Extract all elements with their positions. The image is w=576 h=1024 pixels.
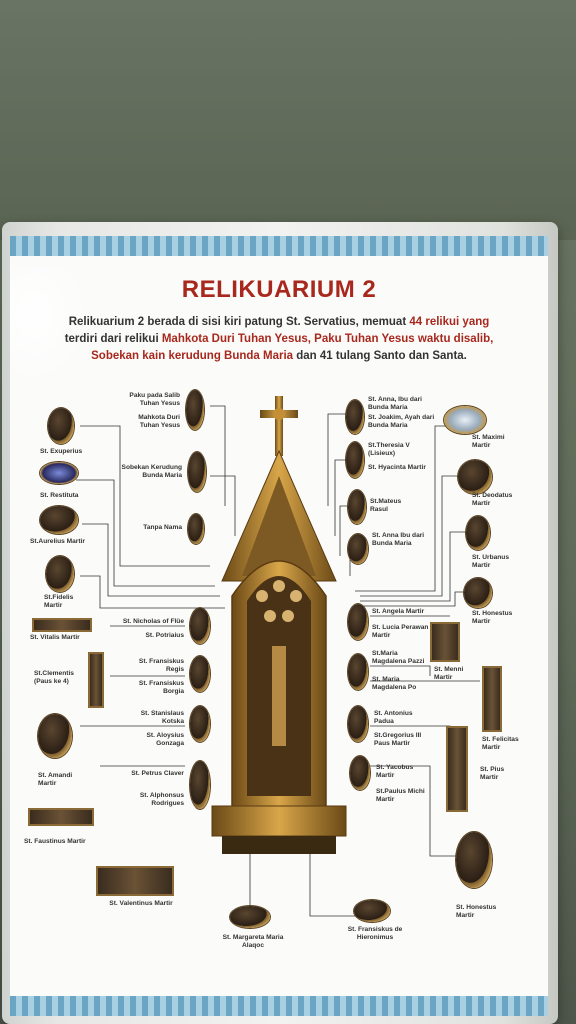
label-antonius: St. Antonius Padua xyxy=(374,710,413,725)
label-menni: St. Menni Martir xyxy=(434,666,464,681)
label-potriaius: St. Potriaius xyxy=(145,632,184,639)
relic-deodatus-oval xyxy=(458,460,492,494)
poster-title: RELIKUARIUM 2 xyxy=(181,276,377,303)
relic-maximi-oval xyxy=(444,406,486,434)
label-alphonsus: St. Alphonsus Rodrigues xyxy=(139,792,184,807)
wall-background xyxy=(0,0,576,240)
intro-line1-a: Relikuarium 2 berada di sisi kiri patung… xyxy=(68,316,410,328)
label-margareta: St. Margareta Maria Alaqoc xyxy=(222,934,284,949)
label-fransiskus-regis: St. Fransiskus Regis xyxy=(138,658,184,673)
relic-vitalis-box xyxy=(32,618,92,632)
label-anna2: St. Anna Ibu dari Bunda Maria xyxy=(372,532,425,547)
label-paku: Paku pada Salib Tuhan Yesus xyxy=(129,392,180,407)
relic-exuperius-oval xyxy=(48,408,74,444)
intro-line3-a: Sobekan kain kerudung Bunda Maria xyxy=(91,350,294,362)
label-vitalis: St. Vitalis Martir xyxy=(30,634,80,641)
label-fransiskus-h: St. Fransiskus de Hieronimus xyxy=(347,926,403,941)
label-sobekan: Sobekan Kerudung Bunda Maria xyxy=(121,464,182,479)
label-clementis: St.Clementis (Paus ke 4) xyxy=(34,670,74,685)
relic-fidelis-oval xyxy=(46,556,74,592)
relikuarium-poster: RELIKUARIUM 2 Relikuarium 2 berada di si… xyxy=(10,236,548,1016)
relic-yacobus-oval xyxy=(350,756,370,790)
label-fidelis: St.Fidelis Martir xyxy=(44,594,74,609)
label-fransiskus-borgia: St. Fransiskus Borgia xyxy=(138,680,184,695)
relic-restituta-oval xyxy=(40,462,78,484)
label-maria-po: St. Maria Magdalena Po xyxy=(372,676,417,691)
relic-amandi-oval xyxy=(38,714,72,758)
relic-tanpa-oval xyxy=(188,514,204,544)
label-amandi: St. Amandi Martir xyxy=(38,772,73,787)
label-maria-pazzi: St.Maria Magdalena Pazzi xyxy=(372,650,425,665)
relic-aurelius-oval xyxy=(40,506,78,534)
label-stanislaus: St. Stanislaus Kotska xyxy=(140,710,184,725)
relic-faustinus-box xyxy=(28,808,94,826)
intro-line2-a: terdiri dari relikui xyxy=(64,333,162,345)
label-paulus: St.Paulus Michi Martir xyxy=(376,788,425,803)
relic-nicholas-oval xyxy=(190,608,210,644)
label-anna1: St. Anna, Ibu dari Bunda Maria xyxy=(368,396,422,411)
intro-line3-b: dan 41 tulang Santo dan Santa. xyxy=(293,350,467,362)
reliquary-shrine xyxy=(211,396,347,854)
label-honestus2: St. Honestus Martir xyxy=(456,904,497,919)
relic-angela-oval xyxy=(348,604,368,640)
relic-maria-oval xyxy=(348,654,368,690)
label-aurelius: St.Aurelius Martir xyxy=(30,538,85,545)
label-felicitas: St. Felicitas Martir xyxy=(482,736,519,751)
light-glare xyxy=(10,266,90,386)
relic-theresia-oval xyxy=(346,442,364,478)
relic-anna2-oval xyxy=(348,534,368,564)
label-faustinus: St. Faustinus Martir xyxy=(24,838,86,845)
label-valentinus: St. Valentinus Martir xyxy=(109,900,173,907)
decorative-border-bottom xyxy=(10,996,548,1016)
relic-pius-box xyxy=(446,726,468,812)
label-joakim: St. Joakim, Ayah dari Bunda Maria xyxy=(368,414,435,429)
label-yacobus: St. Yacobus Martir xyxy=(376,764,414,779)
relic-urbanus-oval xyxy=(466,516,490,550)
label-deodatus: St. Deodatus Martir xyxy=(472,492,513,507)
relic-menni-box xyxy=(430,622,460,662)
relic-sobekan-oval xyxy=(188,452,206,492)
relic-clementis-box xyxy=(88,652,104,708)
relic-valentinus-box xyxy=(96,866,174,896)
label-aloysius: St. Aloysius Gonzaga xyxy=(146,732,185,747)
label-petrus: St. Petrus Claver xyxy=(131,770,184,777)
relic-petrus-oval xyxy=(190,761,210,809)
label-lucia: St. Lucia Perawan Martir xyxy=(372,624,429,639)
label-mateus: St.Mateus Rasul xyxy=(370,498,402,513)
relic-margareta-oval xyxy=(230,906,270,928)
relic-fransiskus-oval xyxy=(190,656,210,692)
relic-felicitas-box xyxy=(482,666,502,732)
label-angela: St. Angela Martir xyxy=(372,608,425,615)
label-urbanus: St. Urbanus Martir xyxy=(472,554,510,569)
label-hyacinta: St. Hyacinta Martir xyxy=(368,464,426,471)
label-theresia: St.Theresia V (Lisieux) xyxy=(368,442,410,457)
relic-stanislaus-oval xyxy=(190,706,210,742)
label-exuperius: St. Exuperius xyxy=(40,448,83,455)
intro-line2-b: Mahkota Duri Tuhan Yesus, Paku Tuhan Yes… xyxy=(161,333,494,345)
relic-honestus2-oval xyxy=(456,832,492,888)
label-gregorius: St.Gregorius III Paus Martir xyxy=(374,732,422,747)
label-maximi: St. Maximi Martir xyxy=(472,434,505,449)
relic-mateus-oval xyxy=(348,490,366,524)
relic-antonius-oval xyxy=(348,706,368,742)
label-tanpa: Tanpa Nama xyxy=(143,524,182,531)
label-pius: St. Pius Martir xyxy=(480,766,505,781)
relic-paku-oval xyxy=(186,390,204,430)
intro-text: Relikuarium 2 berada di sisi kiri patung… xyxy=(30,314,528,365)
label-restituta: St. Restituta xyxy=(40,492,79,499)
relic-honestus1-oval xyxy=(464,578,492,608)
label-nicholas: St. Nicholas of Flüe xyxy=(122,618,184,625)
relic-anna1-oval xyxy=(346,400,364,434)
relic-fransiskus-h-oval xyxy=(354,900,390,922)
label-honestus1: St. Honestus Martir xyxy=(472,610,513,625)
intro-line1-b: 44 relikui yang xyxy=(409,316,490,328)
label-mahkota: Mahkota Duri Tuhan Yesus xyxy=(138,414,180,429)
decorative-border-top xyxy=(10,236,548,256)
